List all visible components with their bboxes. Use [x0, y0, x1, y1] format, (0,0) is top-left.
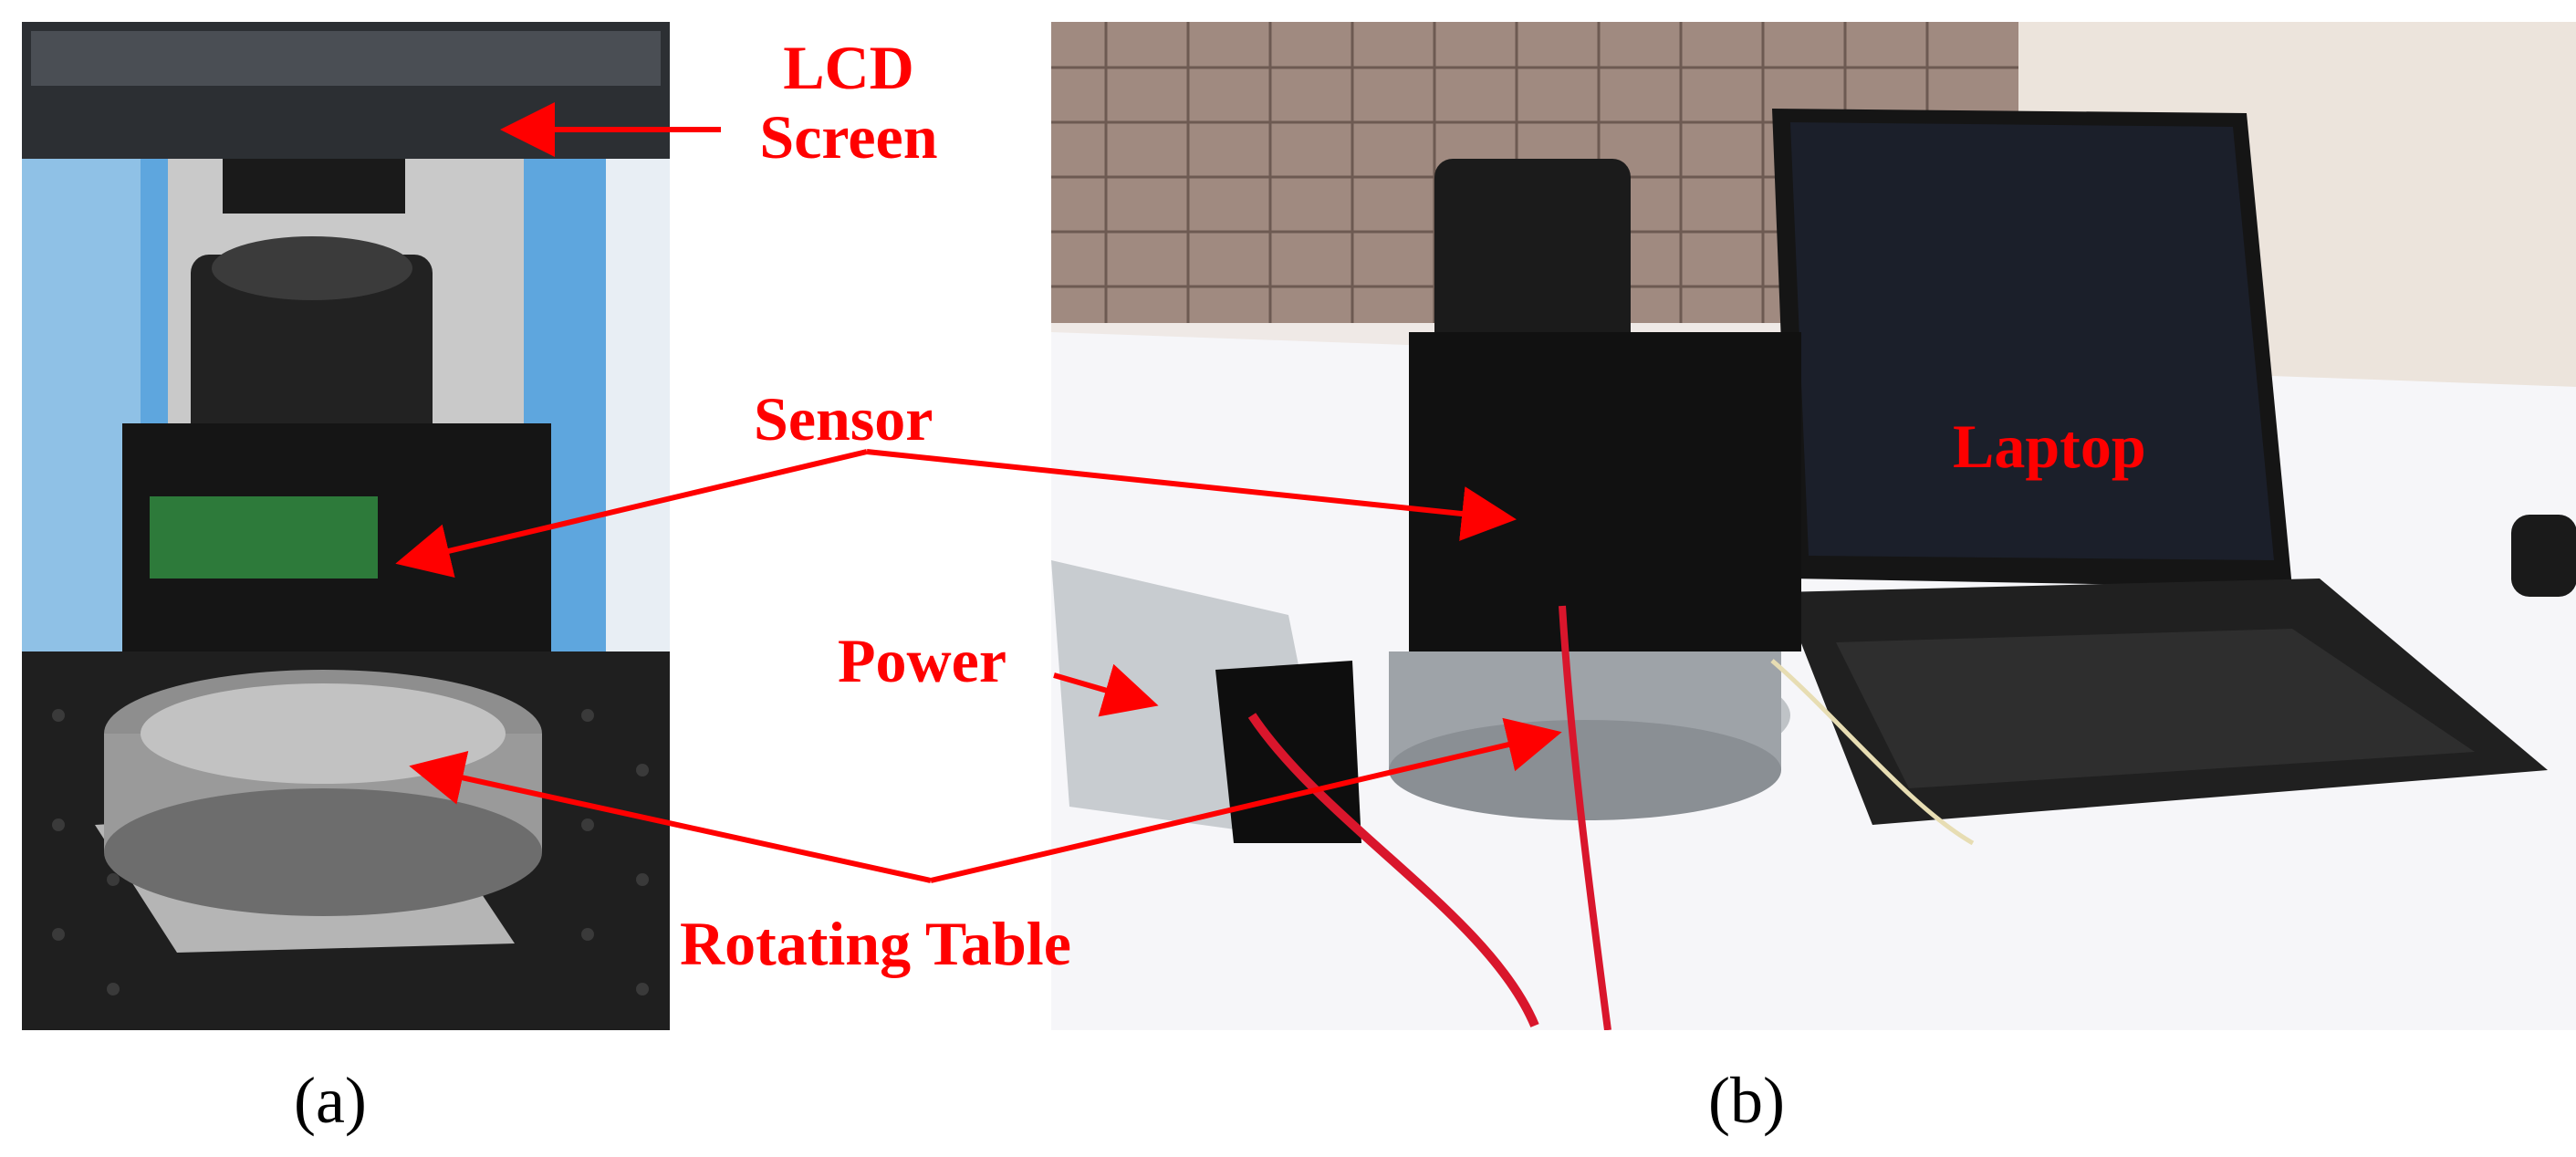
laptop-label: Laptop: [1953, 412, 2146, 481]
lcd-screen-label-line2: Screen: [759, 102, 938, 172]
photo-a-illustration: [22, 22, 670, 1030]
caption-a: (a): [294, 1064, 367, 1137]
photo-b-illustration: [1051, 22, 2576, 1030]
rotating-table-label: Rotating Table: [680, 909, 1071, 978]
sensor-label: Sensor: [754, 384, 933, 453]
caption-b: (b): [1708, 1064, 1785, 1137]
photo-panel-b: [1051, 22, 2576, 1030]
photo-panel-a: [22, 22, 670, 1030]
lcd-screen-label: LCD Screen: [721, 36, 976, 168]
power-label: Power: [838, 626, 1007, 695]
lcd-screen-label-line1: LCD: [783, 33, 914, 102]
